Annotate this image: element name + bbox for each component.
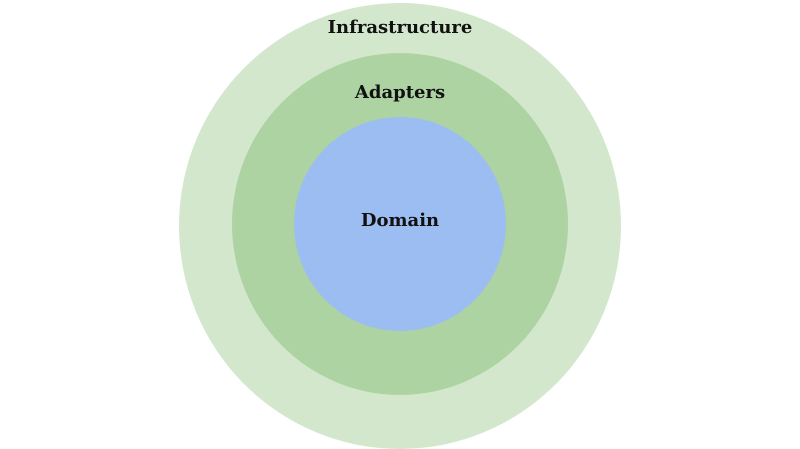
domain-layer-circle	[294, 117, 506, 331]
adapters-label: Adapters	[354, 82, 446, 103]
domain-label: Domain	[360, 210, 440, 231]
infrastructure-label: Infrastructure	[327, 17, 473, 38]
